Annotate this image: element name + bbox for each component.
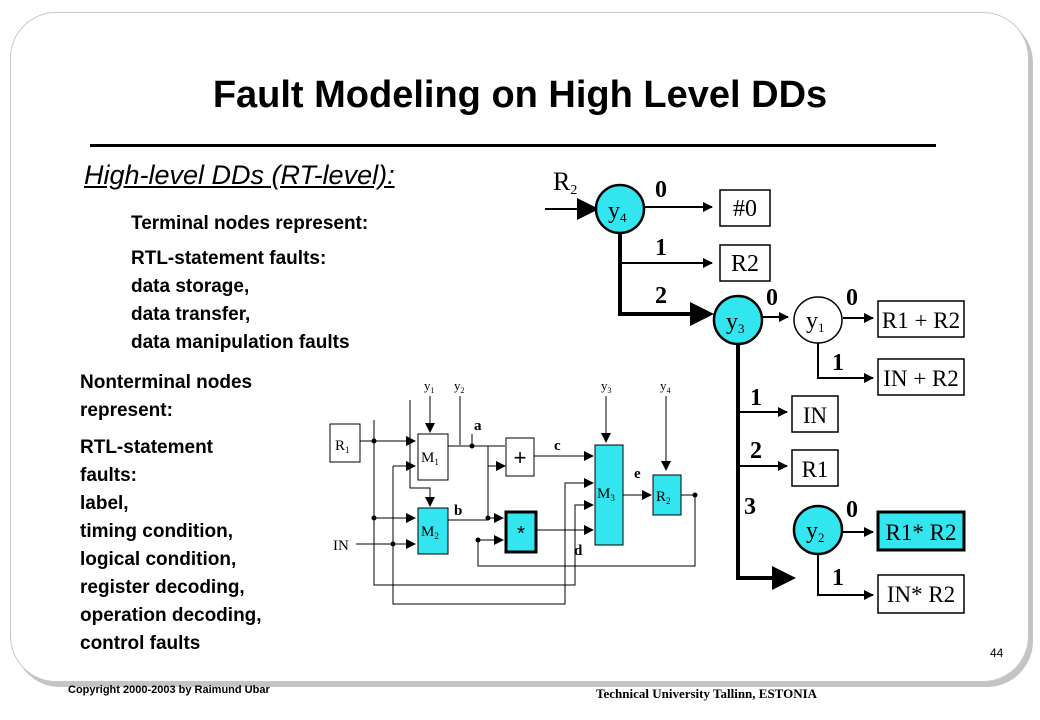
decision-diagram: R2 y4 0 1 2 #0 R2 y3 0 1 2 3 [545, 167, 966, 614]
input-in-label: IN [333, 538, 349, 554]
terminal-list: RTL-statement faults: data storage, data… [131, 245, 350, 357]
dd-edge-label: 1 [832, 565, 844, 591]
dd-terminal-r2 [719, 244, 771, 282]
dd-terminal-r1-times-r2 [876, 510, 966, 552]
slide-frame [10, 12, 1029, 682]
dd-edge-y2-1 [817, 552, 874, 600]
nonterminal-item: register decoding, [80, 577, 245, 598]
dd-edge-label: 0 [766, 285, 778, 311]
dd-terminal-r1 [791, 449, 839, 487]
wire-d-label: d [574, 543, 583, 559]
university: Technical University Tallinn, ESTONIA [596, 686, 818, 701]
subtitle: High-level DDs (RT-level): [84, 160, 395, 190]
dd-root-label: R2 [553, 167, 577, 198]
terminal-item: data transfer, [131, 304, 251, 325]
dd-terminal-in-times-r2 [877, 574, 965, 614]
dd-terminal-in-plus-r2 [877, 358, 965, 396]
wire [373, 500, 594, 586]
wire-c-label: c [554, 438, 561, 454]
dd-node-y1 [793, 296, 843, 344]
dd-edge-label: 2 [750, 438, 762, 464]
dd-edge-y1-1 [817, 342, 874, 383]
dd-terminal-label: #0 [733, 196, 757, 222]
nonterminal-item: RTL-statement [80, 437, 214, 458]
nonterminal-item: control faults [80, 633, 201, 654]
dd-edge-y4-1 [619, 232, 713, 268]
terminal-heading: Terminal nodes represent: [131, 213, 369, 234]
terminal-item: RTL-statement faults: [131, 248, 327, 269]
dd-edge-label: 1 [655, 235, 667, 261]
dd-edge-y3-3 [736, 345, 783, 580]
control-label-y3: y3 [601, 378, 612, 395]
mux-m1 [417, 433, 449, 481]
wire-e-label: e [634, 466, 641, 482]
dd-terminal-label: R1 [802, 457, 829, 482]
dd-terminal-label: R2 [731, 251, 759, 277]
dd-terminal-label: R1 + R2 [882, 308, 960, 333]
dd-arrow [772, 566, 796, 590]
dd-node-y2 [792, 504, 844, 556]
dd-edge-label: 0 [846, 285, 858, 311]
nonterminal-list: RTL-statement faults: label, timing cond… [80, 434, 262, 658]
dd-terminal-label: IN + R2 [883, 366, 959, 391]
dd-terminal-label: IN [803, 403, 828, 428]
adder-block [505, 437, 535, 477]
terminal-item: data manipulation faults [131, 332, 350, 353]
dd-edge-label: 2 [655, 283, 667, 309]
input-register-r1 [329, 423, 361, 463]
nonterminal-heading: Nonterminal nodes represent: [80, 369, 252, 425]
mux-m3 [594, 444, 624, 546]
dd-node-y4 [594, 183, 646, 235]
dd-edge-label: 3 [744, 494, 756, 520]
wire-b-label: b [454, 503, 462, 519]
adder-label: + [514, 445, 527, 470]
nonterminal-item: faults: [80, 465, 137, 486]
dd-edge-label: 0 [846, 497, 858, 523]
title-rule [90, 144, 936, 147]
dd-edge-label: 1 [750, 385, 762, 411]
dd-terminal-in [791, 395, 839, 433]
nonterminal-item: logical condition, [80, 549, 237, 570]
nonterminal-item: timing condition, [80, 521, 234, 542]
wire-a-label: a [474, 418, 482, 434]
copyright: Copyright 2000-2003 by Raimund Ubar [68, 684, 270, 696]
dd-arrow [690, 302, 714, 326]
dd-edge-label: 1 [832, 350, 844, 376]
nonterminal-heading-line: Nonterminal nodes [80, 372, 253, 393]
nonterminal-item: label, [80, 493, 129, 514]
junction [485, 515, 491, 521]
page-number: 44 [990, 646, 1004, 660]
dd-terminal-label: IN* R2 [887, 582, 955, 607]
mux-m2 [417, 507, 449, 555]
rtl-circuit: y1 y2 y3 y4 R1 IN M1 M2 a [329, 378, 698, 605]
nonterminal-heading-line: represent: [80, 400, 173, 421]
control-label-y1: y1 [424, 378, 435, 395]
wire [477, 495, 696, 567]
register-r2 [652, 474, 682, 516]
multiplier-label: * [517, 523, 525, 545]
multiplier-block [504, 510, 538, 554]
dd-edge-label: 0 [655, 177, 667, 203]
dd-terminal-r1-plus-r2 [877, 300, 965, 338]
slide-title: Fault Modeling on High Level DDs [212, 74, 828, 116]
control-label-y2: y2 [454, 378, 465, 395]
dd-terminal-zero [719, 189, 771, 227]
nonterminal-item: operation decoding, [80, 605, 262, 626]
dd-terminal-label: R1* R2 [886, 520, 957, 545]
dd-node-y3 [712, 294, 764, 346]
terminal-item: data storage, [131, 276, 250, 297]
control-label-y4: y4 [660, 378, 671, 395]
wire [392, 478, 594, 605]
